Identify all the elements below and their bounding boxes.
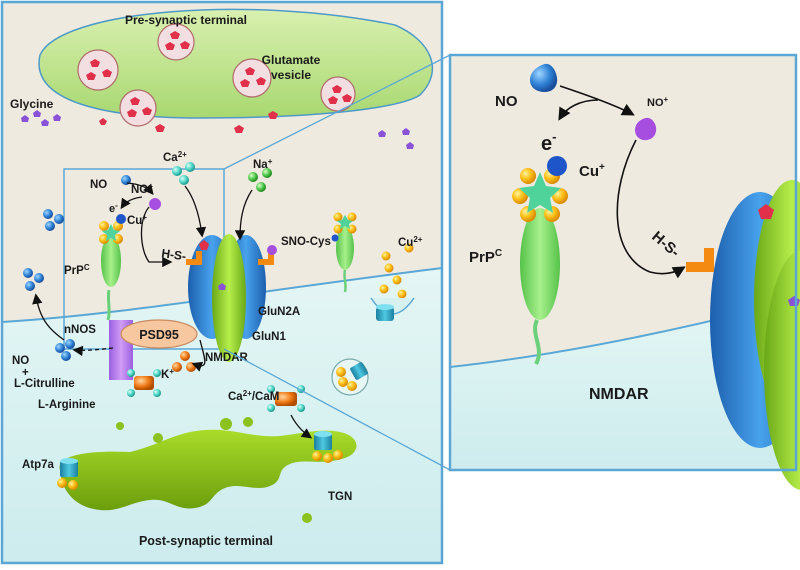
zoom-no-label: NO <box>495 93 518 110</box>
nnos-label: nNOS <box>64 324 96 336</box>
cu2-label: Cu2+ <box>398 235 423 249</box>
electron-label: e- <box>109 201 118 215</box>
zoom-nmdar <box>686 180 800 490</box>
glycine-label: Glycine <box>10 97 54 111</box>
calcium-ions <box>172 162 195 185</box>
vesicle <box>157 23 195 61</box>
zoom-prpc-label: PrPC <box>469 248 502 266</box>
sno-cys-label: SNO-Cys <box>281 236 331 248</box>
zoom-prpc-protein <box>512 156 568 365</box>
citrulline-label: L-Citrulline <box>14 378 75 390</box>
prpc-protein-left <box>99 214 126 321</box>
zoom-thiol-group <box>686 248 714 272</box>
zoom-nmdar-label: NMDAR <box>589 386 649 403</box>
no-molecules-extracellular <box>23 175 131 291</box>
no-label: NO <box>90 179 107 191</box>
atp7a-transporter-2 <box>312 431 343 463</box>
cu-label: Cu+ <box>127 213 147 227</box>
atp7a-label: Atp7a <box>22 459 55 471</box>
zoom-copper-ion <box>547 156 567 176</box>
k-label: K+ <box>161 367 174 381</box>
psd95-scaffold <box>120 319 198 349</box>
l-arginine-molecule <box>127 369 161 397</box>
cacam-label: Ca2+/CaM <box>228 389 279 403</box>
psd95-label: PSD95 <box>139 328 179 342</box>
arginine-label: L-Arginine <box>38 399 96 411</box>
no-plus-molecule <box>149 198 162 210</box>
na-label: Na+ <box>253 157 273 171</box>
no-product-molecules <box>55 339 75 361</box>
pre-synaptic-label: Pre-synaptic terminal <box>125 13 247 27</box>
zoom-no-molecule <box>530 63 558 92</box>
reaction-arrows <box>32 182 313 439</box>
glycine-molecules <box>21 110 414 271</box>
zoom-panel-border <box>448 53 798 472</box>
vesicle-label: vesicle <box>271 68 311 82</box>
ca-label: Ca2+ <box>163 150 187 164</box>
vesicle <box>77 49 119 91</box>
glun1-label: GluN1 <box>252 331 286 343</box>
zoom-no-plus-molecule <box>635 117 657 141</box>
left-panel: Pre-synaptic terminal Glutamate vesicle … <box>0 0 444 565</box>
copper-ion <box>116 214 126 224</box>
no-product-label: NO <box>12 355 29 367</box>
glutamate-vesicles <box>77 23 356 247</box>
post-synaptic-label: Post-synaptic terminal <box>139 534 273 548</box>
tgn-organelle <box>59 417 357 523</box>
vesicle <box>119 89 157 127</box>
hs-label: H-S- <box>161 246 187 263</box>
zoom-no-plus-label: NO+ <box>647 95 669 109</box>
copper-endosome <box>331 358 369 396</box>
glutamate-label: Glutamate <box>262 53 321 67</box>
prpc-protein-right <box>331 212 357 293</box>
nmdar-receptor <box>186 234 277 362</box>
nmdar-label: NMDAR <box>205 352 248 364</box>
sodium-ions <box>248 168 272 192</box>
thiol-group <box>186 251 202 265</box>
calmodulin-complex <box>267 385 305 412</box>
atp7a-transporter <box>57 458 78 490</box>
glun2a-label: GluN2A <box>258 306 300 318</box>
plus-sign: + <box>22 367 29 379</box>
zoom-connector-lines <box>223 54 451 471</box>
zoom-arrows <box>558 85 686 279</box>
zoom-cu-label: Cu+ <box>579 162 605 180</box>
ctr1-transporter <box>376 304 394 321</box>
vesicle <box>232 58 272 98</box>
prpc-label: PrPC <box>64 263 90 277</box>
no-plus-label: NO+ <box>131 182 153 196</box>
zoom-cytoplasm <box>450 300 796 470</box>
zoom-electron-label: e- <box>541 129 556 155</box>
zoom-panel: NO NO+ e- Cu+ PrPC H-S- NMDAR <box>448 53 800 490</box>
left-panel-border <box>0 0 444 565</box>
tgn-label: TGN <box>328 491 352 503</box>
